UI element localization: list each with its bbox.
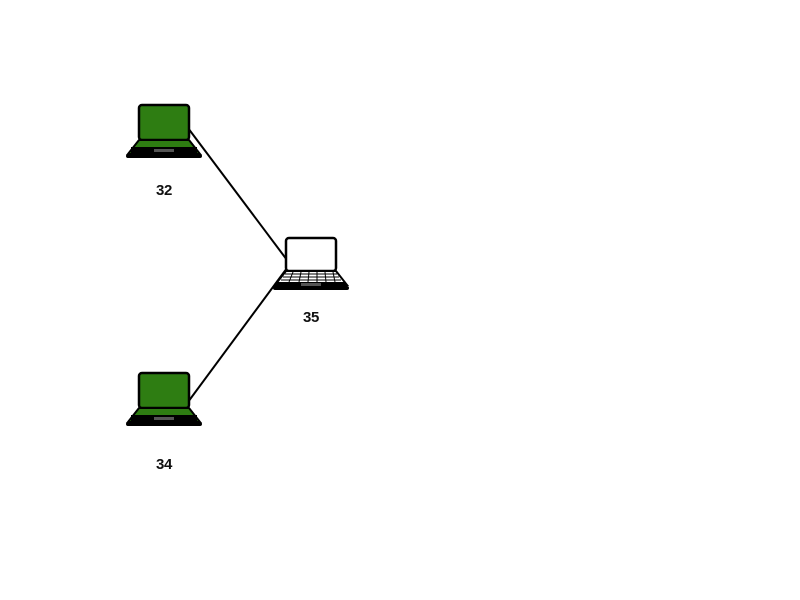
node-label: 35 [302,309,320,326]
node-35[interactable]: 35 [266,235,356,326]
node-label: 34 [155,456,173,473]
link-34-35 [187,263,291,403]
laptop-icon [125,371,203,426]
laptop-icon [125,103,203,158]
node-34[interactable]: 34 [119,370,209,473]
laptop-icon [272,236,350,290]
node-label: 32 [155,182,173,199]
link-32-35 [187,127,291,265]
node-32[interactable]: 32 [119,102,209,199]
